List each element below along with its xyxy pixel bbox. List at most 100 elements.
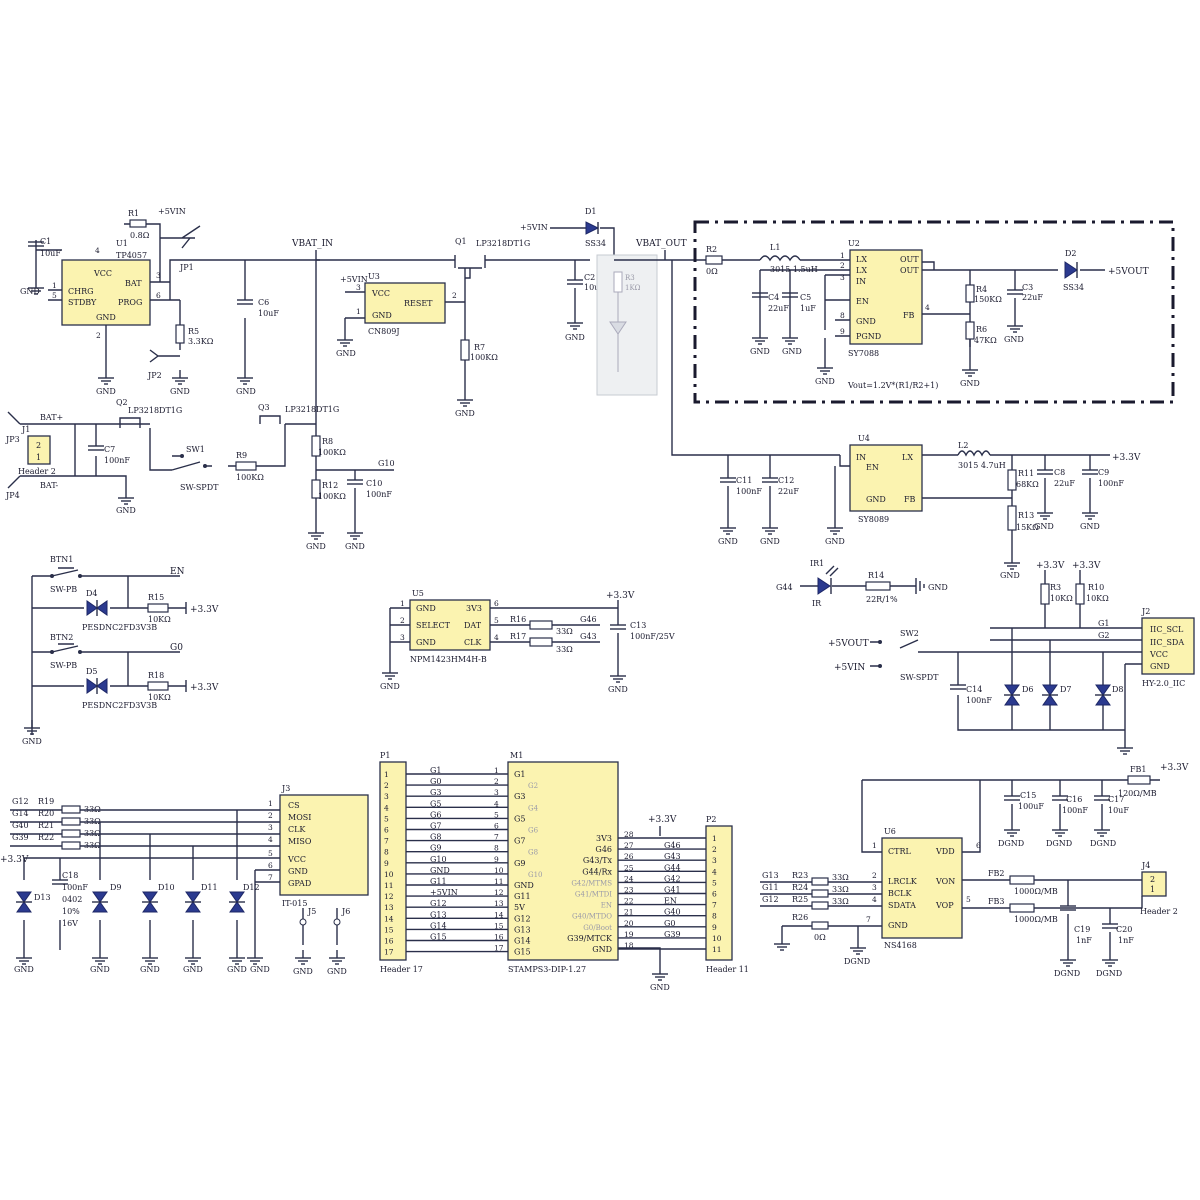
c4-val: 22uF <box>768 304 789 313</box>
d11-ref: D11 <box>201 883 218 892</box>
p1-net-label: G12 <box>430 899 447 908</box>
u1-pin-stdby: STDBY <box>68 298 97 307</box>
j4-part: Header 2 <box>1140 907 1178 916</box>
m1-left-num: 9 <box>494 855 499 864</box>
j3-pin-clk: CLK <box>288 825 306 834</box>
j3-num-6: 6 <box>268 861 273 870</box>
u5-pin-gnd1: GND <box>416 604 436 613</box>
m1-left-pin: G9 <box>514 859 525 868</box>
p1-net-label: G11 <box>430 877 447 886</box>
d9-ref: D9 <box>110 883 122 892</box>
m1-right-num: 18 <box>624 941 634 950</box>
gnd-label-j5: GND <box>293 967 313 976</box>
m1-left-pin: G12 <box>514 914 531 923</box>
r15-ref: R15 <box>148 593 164 602</box>
u2-pin-num-8: 8 <box>840 311 845 320</box>
c9-ref: C9 <box>1098 468 1109 477</box>
p1-net-label: G14 <box>430 921 447 930</box>
c20-ref: C20 <box>1116 925 1132 934</box>
c11-ref: C11 <box>736 476 752 485</box>
p1-pin-num: 10 <box>384 870 394 879</box>
u5-num-1: 1 <box>400 599 405 608</box>
j2-pin-gnd: GND <box>1150 662 1170 671</box>
u2-pin-out1: OUT <box>900 255 919 264</box>
m1-left-pin: G4 <box>528 804 539 812</box>
d13-ref: D13 <box>34 893 51 902</box>
r6-val: 47KΩ <box>974 336 997 345</box>
u5-num-4: 4 <box>494 633 499 642</box>
amp-net-g11: G11 <box>762 883 779 892</box>
p2-net-label: G46 <box>664 841 681 850</box>
m1-right-pin: G40/MTDO <box>572 913 612 921</box>
dgnd-c19: DGND <box>1054 969 1080 978</box>
u5-num-3: 3 <box>400 633 405 642</box>
btn1-type: SW-PB <box>50 585 77 594</box>
plus33v-mic: +3.3V <box>606 591 635 601</box>
tp4057-chip <box>61 259 151 326</box>
p1-net-label: G5 <box>430 799 441 808</box>
gnd-label-btn: GND <box>22 737 42 746</box>
plus33v-r18: +3.3V <box>190 683 219 693</box>
m1-right-pin: G43/Tx <box>583 856 613 865</box>
m1-right-pin: G42/MTMS <box>571 879 612 887</box>
m1-left-num: 8 <box>494 844 499 853</box>
plus33v-m1: +3.3V <box>648 815 677 825</box>
m1-left-pin: G10 <box>528 871 543 879</box>
ir-section: G44 IR1 IR R14 22R/1% GND <box>776 559 948 608</box>
c18-ref: C18 <box>62 871 78 880</box>
d5-part: PESDNC2FD3V3B <box>82 701 157 710</box>
p2-net-label: G43 <box>664 852 681 861</box>
p2-pin-num: 9 <box>712 923 717 932</box>
vbat-out-label: VBAT_OUT <box>635 239 687 249</box>
u2-pin-in: IN <box>856 277 866 286</box>
p2-net-label: G40 <box>664 908 681 917</box>
m1-left-num: 6 <box>494 822 499 831</box>
r10-val: 10KΩ <box>1086 594 1109 603</box>
r25-val: 33Ω <box>832 897 849 906</box>
header2-label: Header 2 <box>18 467 56 476</box>
j3-net-g39: G39 <box>12 833 29 842</box>
r6-resistor <box>965 321 975 340</box>
m1-left-num: 2 <box>494 777 499 786</box>
c14-ref: C14 <box>966 685 982 694</box>
sy7088-chip <box>849 249 923 345</box>
u2-pin-num-3: 3 <box>840 273 845 282</box>
plus5vin-sw2: +5VIN <box>834 663 865 673</box>
gnd-label-c2: GND <box>565 333 585 342</box>
r5-resistor <box>175 324 185 344</box>
l1-val: 3015 1.5uH <box>770 265 818 274</box>
j3-pin-gpad: GPAD <box>288 879 311 888</box>
r22-resistor <box>61 841 81 850</box>
m1-right-pin: EN <box>601 902 612 910</box>
amp-section: FB1 120Ω/MB +3.3V C15 100uF C16 100nF C1… <box>760 763 1189 978</box>
jp4-ref: JP4 <box>5 491 20 500</box>
c5-ref: C5 <box>800 293 811 302</box>
m1-left-num: 11 <box>494 877 504 886</box>
u1-pin-bat: BAT <box>125 279 142 288</box>
u2-pin-num-4: 4 <box>925 303 930 312</box>
u4-pin-gnd: GND <box>866 495 886 504</box>
jp2-ref: JP2 <box>147 371 162 380</box>
c6-ref: C6 <box>258 298 269 307</box>
r17-val: 33Ω <box>556 645 573 654</box>
gnd-label-u5: GND <box>380 682 400 691</box>
m1-left-num: 13 <box>494 899 504 908</box>
r3-resistor <box>1040 583 1050 605</box>
c6-val: 10uF <box>258 309 279 318</box>
u2-pin-out2: OUT <box>900 266 919 275</box>
r24-resistor <box>811 889 829 898</box>
u6-num-1: 1 <box>872 841 877 850</box>
d2-val: SS34 <box>1063 283 1084 292</box>
q2-part: LP3218DT1G <box>128 406 182 415</box>
p1-pin-num: 4 <box>384 803 389 812</box>
gnd-label-r12: GND <box>306 542 326 551</box>
cn809j-chip <box>364 282 446 324</box>
m1-left-num: 10 <box>494 866 504 875</box>
u6-pin-gnd: GND <box>888 921 908 930</box>
c13-val: 100nF/25V <box>630 632 675 641</box>
r17-ref: R17 <box>510 632 526 641</box>
r21-resistor <box>61 829 81 838</box>
m1-right-num: 28 <box>624 830 634 839</box>
r10-resistor <box>1075 583 1085 605</box>
